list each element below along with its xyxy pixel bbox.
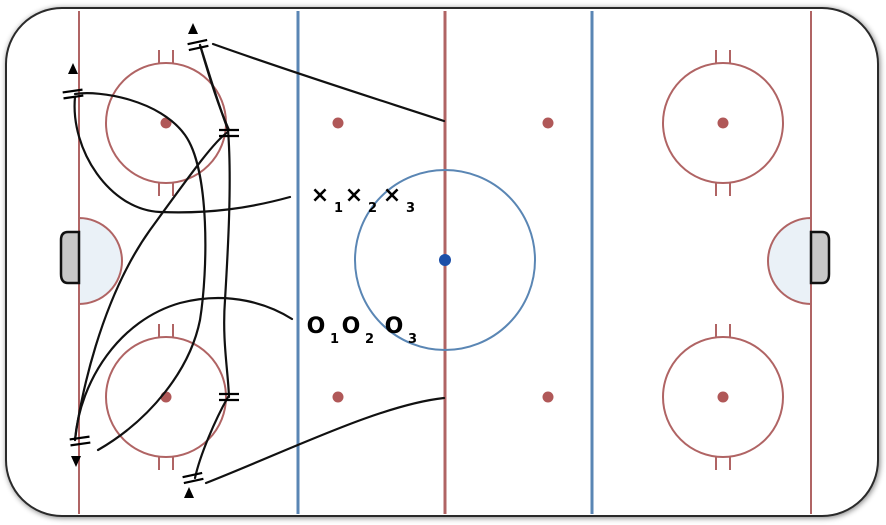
faceoff-circle-ring [662, 62, 784, 184]
x-subscript: 3 [406, 201, 415, 216]
path-top-left-curl [73, 95, 292, 214]
faceoff-dot-icon [160, 117, 172, 129]
o-player-1: O1 [307, 314, 339, 347]
o-subscript: 1 [330, 332, 339, 347]
path-bottom-left-curl [73, 130, 230, 442]
faceoff-circles [105, 50, 784, 470]
o-player-3: O3 [385, 314, 417, 347]
faceoff-dot-icon [542, 117, 554, 129]
faceoff-dot-icon [542, 391, 554, 403]
o-marker: O [342, 314, 361, 339]
x-subscript: 1 [334, 201, 343, 216]
x-player-1: ×1 [311, 183, 343, 216]
o-player-2: O2 [342, 314, 374, 347]
center-faceoff-dot [439, 254, 451, 266]
arrow-head-icon [188, 23, 198, 34]
arrow-head-icon [71, 456, 81, 467]
path-top-connect [198, 43, 231, 132]
path-bottom-winger [193, 395, 230, 480]
faceoff-dot-icon [332, 117, 344, 129]
arrow-head-icon [184, 487, 194, 498]
faceoff-circle-top-right [662, 50, 784, 196]
arrow-head-icon [68, 63, 78, 74]
path-top-outer [211, 42, 446, 123]
skate-stop-icon [62, 88, 84, 100]
faceoff-circle-ring [662, 336, 784, 458]
x-marker: × [311, 183, 329, 208]
o-subscript: 3 [408, 332, 417, 347]
skate-stop-icon [219, 128, 239, 138]
faceoff-circle-ring [105, 336, 227, 458]
x-players: ×1×2×3 [311, 183, 415, 216]
skate-stop-icon [219, 392, 239, 402]
o-subscript: 2 [365, 332, 374, 347]
x-marker: × [383, 183, 401, 208]
o-marker: O [385, 314, 404, 339]
o-marker: O [307, 314, 326, 339]
skate-stop-icon [182, 471, 204, 485]
faceoff-dot-icon [332, 391, 344, 403]
path-bottom-left-wide [73, 296, 294, 442]
drill-paths [73, 42, 446, 485]
x-marker: × [345, 183, 363, 208]
left-net [59, 230, 81, 285]
faceoff-dot-icon [717, 117, 729, 129]
right-goal-crease [767, 216, 812, 306]
neutral-zone-dots [332, 117, 554, 403]
faceoff-dot-icon [717, 391, 729, 403]
left-goal-crease [78, 216, 123, 306]
x-player-2: ×2 [345, 183, 377, 216]
x-subscript: 2 [368, 201, 377, 216]
path-top-left-wide [73, 92, 207, 452]
x-player-3: ×3 [383, 183, 415, 216]
center-circle [354, 169, 536, 351]
right-net [809, 230, 831, 285]
skate-markers [62, 23, 239, 498]
faceoff-circle-bottom-right [662, 324, 784, 470]
skate-stop-icon [69, 435, 91, 447]
path-bottom-outer [204, 396, 446, 485]
skate-stop-icon [187, 38, 209, 52]
